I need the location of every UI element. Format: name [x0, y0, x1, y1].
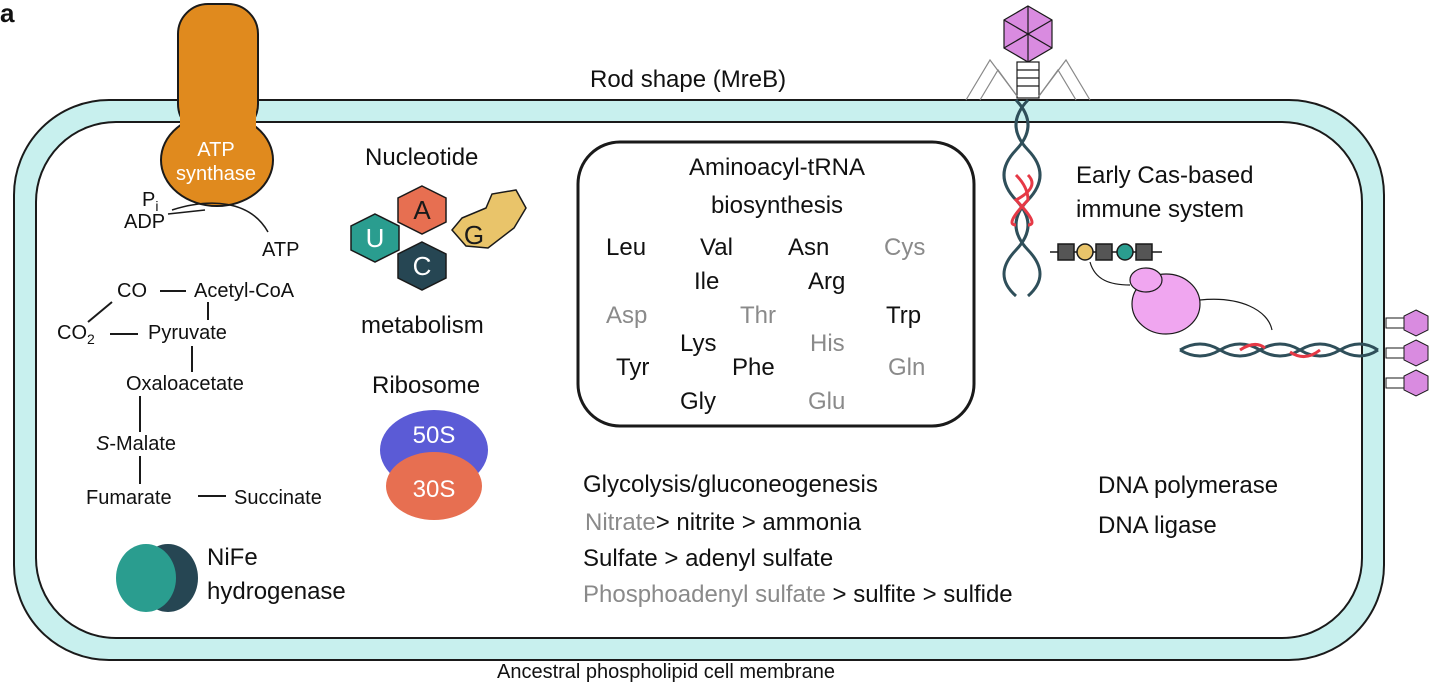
dna-polymerase-label: DNA polymerase [1098, 472, 1279, 499]
amino-acid-asn: Asn [788, 234, 830, 261]
nucleotide-g-icon [451, 189, 527, 249]
ribosome-title: Ribosome [372, 372, 481, 399]
trna-title-1: Aminoacyl-tRNA [688, 154, 866, 181]
acetyl-coa-label: Acetyl-CoA [194, 280, 295, 302]
sulfide-line: Phosphoadenyl sulfate > sulfite > sulfid… [583, 583, 1013, 607]
aminoacyl-trna-box [576, 140, 976, 428]
cas-link-line [1089, 261, 1131, 286]
hydrogenase-label-2: hydrogenase [207, 578, 346, 605]
base-g-label: G [463, 220, 485, 250]
pi-label: Pi [142, 189, 159, 214]
nucleotide-subtitle: metabolism [361, 312, 484, 339]
amino-acid-lys: Lys [680, 330, 717, 357]
sulfite-label: > sulfite > sulfide [825, 581, 1013, 608]
malate-label: S-Malate [96, 433, 177, 455]
succinate-label: Succinate [234, 487, 322, 509]
amino-acid-his: His [810, 330, 845, 357]
nucleotide-c-icon [397, 241, 447, 291]
panel-label: a [0, 0, 15, 28]
cas-protein-icon [1129, 267, 1201, 335]
nitrate-line: Nitrate> nitrite > ammonia [585, 511, 861, 535]
adp-link-line [167, 209, 206, 215]
atp-reaction-arrow-icon [171, 202, 269, 233]
glycolysis-label: Glycolysis/gluconeogenesis [583, 471, 878, 498]
ribosome-30s-icon [386, 452, 482, 520]
membrane-label: Ancestral phospholipid cell membrane [497, 661, 835, 683]
atp-label: ATP [262, 239, 300, 261]
oxaloacetate-label: Oxaloacetate [126, 373, 244, 395]
amino-acid-arg: Arg [808, 268, 846, 295]
nucleotide-u-icon [350, 213, 400, 263]
dna-ligase-label: DNA ligase [1098, 512, 1217, 539]
hydrogenase-label-1: NiFe [207, 544, 258, 571]
amino-acid-trp: Trp [886, 302, 922, 329]
atp-synthase-label-2: synthase [175, 163, 257, 185]
immune-label-2: immune system [1076, 196, 1245, 223]
sulfate-label: Sulfate > adenyl sulfate [583, 545, 834, 572]
amino-acid-gly: Gly [680, 388, 716, 415]
trna-title-2: biosynthesis [710, 192, 844, 219]
pyruvate-label: Pyruvate [148, 322, 227, 344]
adp-label: ADP [124, 211, 166, 233]
nitrite-label: > nitrite > ammonia [655, 509, 862, 536]
cas-to-dna-line [1199, 298, 1273, 331]
pathway-connectors [87, 290, 226, 497]
immune-label-1: Early Cas-based [1076, 162, 1254, 189]
crispr-array-icon [1050, 243, 1162, 261]
dna-helix-vertical-icon [1002, 98, 1042, 298]
hydrogenase-teal-icon [116, 544, 176, 612]
nucleotide-a-icon [397, 185, 447, 235]
atp-synthase-label-1: ATP [197, 139, 235, 161]
amino-acid-val: Val [700, 234, 733, 261]
co-label: CO [117, 280, 147, 302]
ribosome-30s-label: 30S [412, 476, 456, 503]
rod-shape-label: Rod shape (MreB) [590, 66, 787, 93]
atp-synthase-icon [160, 3, 274, 207]
amino-acid-tyr: Tyr [616, 354, 650, 381]
amino-acid-gln: Gln [888, 354, 926, 381]
phage-top-icon [965, 5, 1091, 101]
amino-acid-cys: Cys [884, 234, 926, 261]
amino-acid-ile: Ile [694, 268, 720, 295]
fumarate-label: Fumarate [86, 487, 172, 509]
amino-acid-phe: Phe [732, 354, 775, 381]
ribosome-50s-label: 50S [412, 422, 456, 449]
co2-label: CO2 [57, 322, 95, 347]
amino-acid-asp: Asp [606, 302, 648, 329]
base-a-label: A [413, 195, 431, 225]
amino-acid-glu: Glu [808, 388, 846, 415]
amino-acid-leu: Leu [606, 234, 647, 261]
dna-helix-horizontal-icon [1179, 342, 1379, 358]
base-u-label: U [365, 223, 385, 253]
nitrate-label: Nitrate [585, 509, 656, 536]
base-c-label: C [412, 251, 432, 281]
nucleotide-title: Nucleotide [365, 144, 479, 171]
phosphoadenyl-label: Phosphoadenyl sulfate [583, 581, 826, 608]
amino-acid-thr: Thr [740, 302, 776, 329]
phage-right-icons [1385, 309, 1429, 397]
